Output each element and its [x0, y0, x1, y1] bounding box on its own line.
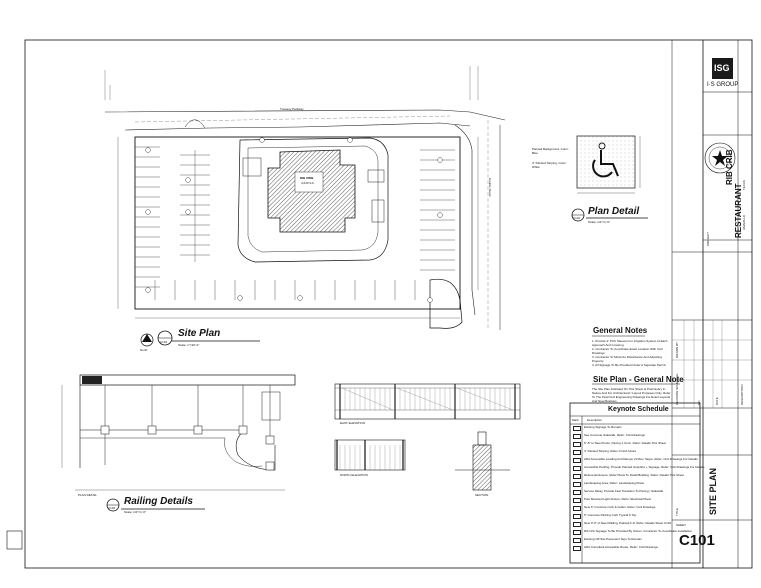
- plan-detail-label-striping: 4" Painted Striping, Color: White: [532, 161, 567, 169]
- project-city: AMARILLO: [742, 214, 746, 230]
- street-name-side: Coulter Street: [488, 178, 492, 197]
- railing-scale: Scale: 1/4"=1'-0": [124, 510, 147, 514]
- keynote-row: 6" Concrete Parking Curb Typical 6 Top: [584, 513, 637, 517]
- drawn-by-label: DRAWN BY: [675, 341, 679, 358]
- keynote-schedule-box: [569, 402, 701, 564]
- railing-plan: [61, 374, 296, 512]
- site-general-note-title: Site Plan - General Note: [593, 375, 684, 384]
- north-arrow: [140, 333, 154, 347]
- site-plan-scale: Scale: 1"=30'-0": [178, 343, 200, 347]
- keynote-row: Pole Mounted Light Fixture, Refer: Elect…: [584, 497, 652, 501]
- building-area: 4,640 S.F.: [301, 181, 315, 185]
- keynote-row: ADA Compliant Accessible Route, Refer: C…: [584, 545, 658, 549]
- revision-date-label: DATE: [715, 397, 719, 405]
- plan-detail-scale: Scale: 1/2"=1'-0": [588, 220, 611, 224]
- plan-detail-label-background: Painted Background, Color: Blue: [532, 147, 569, 155]
- railing-title: Railing Details: [124, 496, 193, 507]
- keynote-row: Accessible Parking, Provide Painted Grap…: [584, 465, 705, 469]
- keynote-row: New 6" Concrete Curb & Gutter, Refer: Ci…: [584, 505, 656, 509]
- keynote-row: Rib Crib Signage To Be Provided By Owner…: [584, 529, 692, 533]
- site-general-note-text: The Site Plan Indicated On This Sheet Is…: [592, 387, 671, 403]
- general-note-item: 4. All Signage To Be Provided Under A Se…: [592, 363, 667, 367]
- keynote-title: Keynote Schedule: [608, 406, 669, 413]
- title-label: TITLE: [675, 507, 679, 516]
- keynote-head-mark: Mark: [572, 418, 579, 422]
- revision-no-label: NO.: [697, 399, 701, 405]
- keynote-row: See Concrete Sidewalk, Refer: Civil Draw…: [584, 433, 645, 437]
- keynote-row: 6"-8" to Steel Posts, Paving 1 Conc. Ref…: [584, 441, 666, 445]
- project-name-line1: RIB CRIB: [725, 149, 734, 185]
- keynote-row: 4" Painted Striping, Refer: Finish Notes: [584, 449, 637, 453]
- site-plan-title-bubble: [157, 330, 260, 346]
- plan-detail-tag: C101: [573, 216, 581, 220]
- street-name-parkway: Tuscany Parkway: [280, 107, 304, 111]
- plan-detail-title: Plan Detail: [588, 206, 640, 217]
- plan-detail: [571, 135, 648, 222]
- elevations: [334, 383, 521, 491]
- logo-wordmark: I·S GROUP: [707, 82, 739, 88]
- site-plan-tag: C101: [160, 340, 168, 344]
- site-plan-title: Site Plan: [178, 328, 221, 339]
- revision-desc-label: DESCRIPTION: [740, 384, 744, 405]
- keynote-row: Landscaping Area, Refer: Landscaping Pla…: [584, 481, 645, 485]
- north-elevation-label: NORTH ELEVATION: [340, 473, 368, 477]
- section-label: SECTION: [475, 493, 489, 497]
- railing-tag: C101: [108, 506, 116, 510]
- sheet-tab: [6, 530, 23, 550]
- north-label: North: [140, 348, 148, 352]
- general-note-item: 3. Contractor To Minimize Disturbance An…: [592, 355, 662, 363]
- project-state: TEXAS: [742, 180, 746, 190]
- sheet-title: SITE PLAN: [708, 467, 718, 515]
- keynote-head-desc: Description: [587, 418, 603, 422]
- general-note-item: 2. Contractor To Coordinate Exact Locati…: [592, 347, 663, 355]
- revision-schedule-label: REVISION SCHEDULE: [675, 373, 679, 405]
- general-note-item: 1. Provide 4" PVC Sleeves For Irrigation…: [592, 339, 668, 347]
- sheet-number: C101: [679, 532, 715, 549]
- keynote-row: Existing Off-Site Pavement Sign To Remai…: [584, 537, 642, 541]
- keynote-list: Existing Signage To Remain See Concrete …: [580, 425, 704, 561]
- east-elevation-label: EAST ELEVATION: [340, 421, 366, 425]
- keynote-row: New 3'-6" H Steel Railing, Painted F-8, …: [584, 521, 672, 525]
- general-notes-title: General Notes: [593, 326, 648, 335]
- keynote-row: Refuse Enclosure, Refer Plans To Detail …: [584, 473, 684, 477]
- keynote-row: Service Relay, Provide Fast Transition T…: [584, 489, 664, 493]
- sheet-label: SHEET: [676, 523, 687, 527]
- project-label: PROJECT: [706, 231, 710, 246]
- sheet-border: [24, 39, 753, 569]
- title-block: [671, 40, 752, 568]
- general-notes-list: 1. Provide 4" PVC Sleeves For Irrigation…: [592, 339, 672, 367]
- keynote-row: Existing Signage To Remain: [584, 425, 622, 429]
- railing-plan-label: PLAN DETAIL: [78, 493, 97, 497]
- site-plan: [104, 66, 506, 330]
- keynote-row: ADA Accessible Loading And Ramps Vd Rev.…: [584, 457, 698, 461]
- logo-mark: ISG: [714, 63, 730, 73]
- building-name: RIB CRIB: [300, 176, 314, 180]
